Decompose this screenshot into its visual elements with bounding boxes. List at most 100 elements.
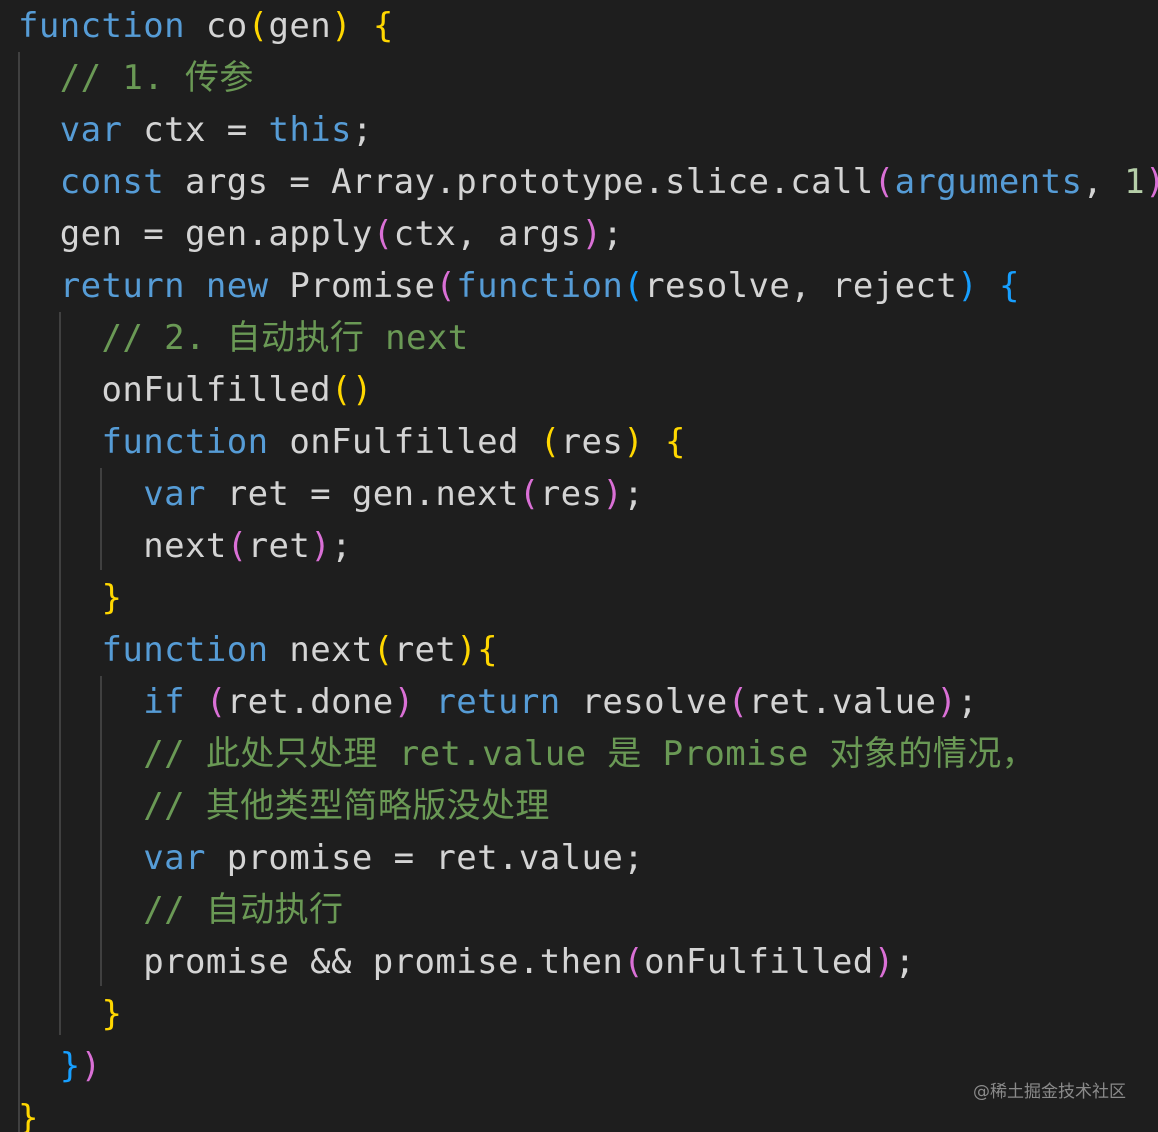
- code-token: ;: [957, 682, 979, 722]
- code-line[interactable]: // 自动执行: [18, 884, 343, 936]
- code-token: [18, 682, 143, 722]
- code-token: {: [665, 422, 686, 462]
- indent-guide: [100, 468, 102, 570]
- code-token: this: [268, 110, 352, 150]
- code-token: (: [372, 214, 394, 254]
- code-token: [18, 422, 101, 462]
- code-token: new: [205, 266, 269, 306]
- code-token: ): [936, 682, 958, 722]
- code-token: function: [101, 422, 269, 462]
- code-token: (: [435, 266, 457, 306]
- code-line[interactable]: }: [18, 572, 122, 624]
- code-token: ret = gen.next: [205, 474, 519, 514]
- code-token: ): [623, 422, 645, 462]
- code-line[interactable]: }: [18, 988, 122, 1040]
- code-token: [18, 890, 143, 930]
- code-token: ,: [1082, 162, 1125, 202]
- code-line[interactable]: next(ret);: [18, 520, 352, 572]
- code-token: [978, 266, 999, 306]
- code-token: gen = gen.apply: [18, 214, 373, 254]
- code-token: if: [143, 682, 185, 722]
- code-token: [18, 318, 101, 358]
- code-token: // 自动执行: [143, 890, 344, 930]
- code-token: [18, 838, 143, 878]
- code-line[interactable]: // 其他类型简略版没处理: [18, 780, 550, 832]
- code-token: (: [623, 266, 645, 306]
- code-token: var: [59, 110, 123, 150]
- code-token: onFulfilled: [18, 370, 332, 410]
- code-token: [352, 6, 373, 46]
- code-line[interactable]: // 此处只处理 ret.value 是 Promise 对象的情况，: [18, 728, 1036, 780]
- code-line[interactable]: // 1. 传参: [18, 52, 254, 104]
- code-token: (: [226, 526, 248, 566]
- code-token: [185, 266, 206, 306]
- code-token: ): [456, 630, 478, 670]
- code-token: ctx =: [122, 110, 269, 150]
- code-token: (): [331, 370, 373, 410]
- code-token: ): [393, 682, 415, 722]
- code-token: function: [18, 6, 185, 46]
- code-token: ret: [393, 630, 457, 670]
- code-token: Promise: [268, 266, 436, 306]
- code-token: {: [372, 6, 394, 46]
- code-line[interactable]: var ctx = this;: [18, 104, 373, 156]
- code-token: [18, 110, 60, 150]
- code-token: ): [331, 6, 352, 46]
- code-token: ): [310, 526, 332, 566]
- code-token: (: [372, 630, 394, 670]
- code-token: {: [998, 266, 1020, 306]
- code-token: arguments: [894, 162, 1083, 202]
- code-token: (: [623, 942, 645, 982]
- code-token: [18, 786, 143, 826]
- code-token: ): [1145, 162, 1158, 202]
- code-token: var: [143, 838, 206, 878]
- code-token: res: [539, 474, 603, 514]
- code-token: 1: [1124, 162, 1146, 202]
- code-token: function: [101, 630, 269, 670]
- code-token: [18, 630, 101, 670]
- code-line[interactable]: return new Promise(function(resolve, rej…: [18, 260, 1020, 312]
- code-line[interactable]: }): [18, 1040, 102, 1092]
- code-token: {: [477, 630, 499, 670]
- code-token: [18, 1046, 60, 1086]
- code-token: [18, 578, 101, 618]
- code-token: promise = ret.value;: [205, 838, 645, 878]
- code-line[interactable]: onFulfilled(): [18, 364, 373, 416]
- indent-guide: [100, 676, 102, 986]
- code-token: (: [247, 6, 269, 46]
- code-token: ;: [331, 526, 352, 566]
- code-token: ;: [894, 942, 916, 982]
- code-token: onFulfilled: [268, 422, 540, 462]
- code-line[interactable]: // 2. 自动执行 next: [18, 312, 469, 364]
- code-token: [18, 734, 143, 774]
- code-token: ctx, args: [393, 214, 582, 254]
- code-line[interactable]: var ret = gen.next(res);: [18, 468, 644, 520]
- code-line[interactable]: var promise = ret.value;: [18, 832, 644, 884]
- code-line[interactable]: function next(ret){: [18, 624, 498, 676]
- code-token: // 此处只处理 ret.value 是 Promise 对象的情况，: [143, 734, 1037, 774]
- code-token: [644, 422, 665, 462]
- code-token: return: [59, 266, 185, 306]
- code-token: [18, 474, 143, 514]
- code-token: ;: [623, 474, 645, 514]
- code-token: // 1. 传参: [59, 58, 254, 98]
- code-line[interactable]: if (ret.done) return resolve(ret.value);: [18, 676, 978, 728]
- code-token: next: [18, 526, 227, 566]
- code-token: function: [456, 266, 624, 306]
- code-token: ret: [247, 526, 311, 566]
- code-token: next: [268, 630, 373, 670]
- code-line[interactable]: }: [18, 1092, 39, 1132]
- code-token: args = Array.prototype.slice.call: [164, 162, 874, 202]
- code-token: }: [101, 994, 123, 1034]
- code-line[interactable]: function onFulfilled (res) {: [18, 416, 686, 468]
- code-token: resolve: [560, 682, 728, 722]
- code-token: return: [435, 682, 561, 722]
- code-line[interactable]: promise && promise.then(onFulfilled);: [18, 936, 915, 988]
- code-token: ): [80, 1046, 102, 1086]
- code-line[interactable]: gen = gen.apply(ctx, args);: [18, 208, 623, 260]
- code-line[interactable]: function co(gen) {: [18, 0, 394, 52]
- code-line[interactable]: const args = Array.prototype.slice.call(…: [18, 156, 1158, 208]
- code-token: }: [101, 578, 123, 618]
- code-token: ): [873, 942, 895, 982]
